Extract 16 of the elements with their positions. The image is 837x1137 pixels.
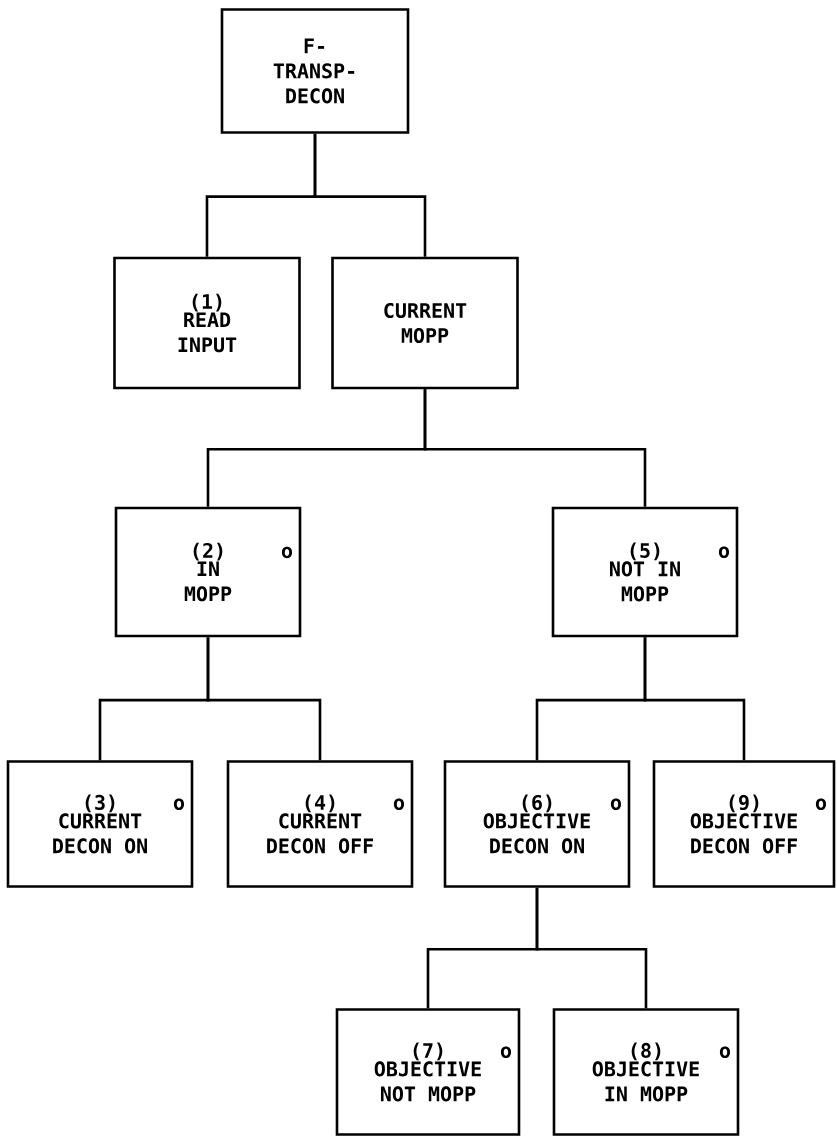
process-box: (2) o IN MOPP xyxy=(114,506,302,638)
process-box: (4) o CURRENT DECON OFF xyxy=(226,760,414,888)
process-box: (3) o CURRENT DECON ON xyxy=(6,760,194,888)
connector-line xyxy=(423,389,647,507)
process-box: (5) o NOT IN MOPP xyxy=(551,506,739,638)
process-box: (1) READ INPUT xyxy=(113,256,301,390)
connector-line xyxy=(206,637,322,761)
process-box: (6) o OBJECTIVE DECON ON xyxy=(443,760,631,888)
connector-line xyxy=(313,133,427,257)
process-box: (9) o OBJECTIVE DECON OFF xyxy=(652,760,836,888)
process-box: (8) o OBJECTIVE IN MOPP xyxy=(552,1008,740,1136)
connector-line xyxy=(535,887,648,1009)
process-box: CURRENT MOPP xyxy=(331,256,519,390)
connector-line xyxy=(643,637,746,761)
process-box: (7) o OBJECTIVE NOT MOPP xyxy=(335,1008,521,1136)
process-box: F- TRANSP- DECON xyxy=(220,8,410,134)
